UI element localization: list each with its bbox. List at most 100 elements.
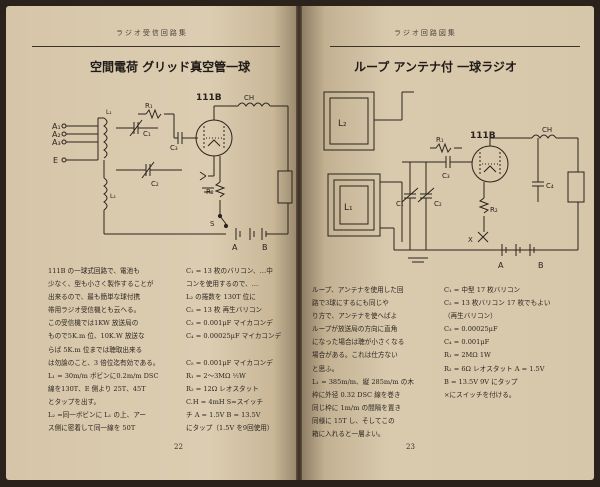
resistor-r1-icon [435,142,452,154]
coil-l1-icon [103,117,108,159]
coil-l2-icon [103,177,108,211]
left-battery-b-label: B [262,243,268,252]
right-c1-label: C₁ [396,200,404,208]
left-r2-label: R₂ [206,188,214,196]
text-line: 111B の一球式回路で、電池も [48,267,140,275]
text-line: 少なく、型も小さく製作することが [48,280,154,289]
text-line: 箱に入れると一層よい。 [312,430,385,439]
loop-frame-l2-icon [323,91,375,151]
left-antenna-a1-label: A₁ [52,122,61,131]
text-line: 枠に外径 0.32 DSC 線を巻き [312,390,401,399]
text-line: ループが放送局の方向に直角 [312,325,398,334]
terminal-e-icon [61,157,67,163]
right-page-title: ループ アンテナ付 一球ラジオ [354,60,517,74]
text-line: L₂ の捲数を 130T 位に [186,293,256,302]
text-line: C₃ = 0.00025μF [444,325,498,334]
right-c4-label: C₄ [546,182,554,190]
rheostat-r2-icon [478,197,490,214]
left-r1-label: R₁ [145,102,153,110]
left-c3-label: C₃ [170,144,178,152]
terminal-a3-icon [61,139,67,145]
text-line: L₁ = 385m/m、縦 285m/m の木 [312,377,414,386]
text-line: チ A = 1.5V B = 13.5V [186,411,261,420]
right-page-number: 23 [406,443,415,451]
left-coil-l1-label: L₁ [106,109,112,116]
text-line: ループ、アンテナを使用した回 [312,286,404,294]
text-line: C₁ = 中型 17 枚バリコン [444,286,521,294]
text-line: R₁ = 2～3MΩ ½W [186,371,246,380]
resistor-r1-icon [145,108,162,120]
right-schematic: L₂ L₁ 111B CH C₁ C₂ C₃ C₄ R₁ R₂ X A B [323,91,585,270]
right-choke-label: CH [542,126,552,134]
left-battery-a-label: A [232,243,238,252]
text-line: 線を130T、E 側より 25T、45T [48,384,146,393]
right-c2-label: C₂ [434,200,442,208]
text-line: り方で、アンテナを使へばよ [312,312,398,321]
right-running-head: ラジオ回路図集 [394,29,457,37]
text-line: C₄ = 0.001μF [444,338,490,347]
text-line: C₁ = 13 枚のバリコン、…中 [186,267,273,275]
left-body-column-1: 111B の一球式回路で、電池も 少なく、型も小さく製作することが 出来るので、… [48,265,170,435]
left-page: ラジオ受信回路集 空間電荷 グリッド真空管一球 [6,6,296,480]
rheostat-r2-icon [214,181,226,198]
text-line: L₂ =同一ボビンに L₁ の上、アー [48,411,146,420]
text-line: C₅ = 0.001μF マイカコンデ [186,358,273,367]
text-line: L₁ = 30m/m ボビンに0.2m/m DSC [48,371,159,380]
variable-cap-c1-arrow [129,119,143,137]
right-body-column-1: ループ、アンテナを使用した回 路で3球にするにも同じや り方で、アンテナを使へば… [312,284,436,441]
left-c1-label: C₁ [143,130,151,138]
variable-cap-c2-arrow [417,187,435,203]
right-loop-l1-label: L₁ [344,203,353,213]
text-line: R₂ = 6Ω レオスタット A = 1.5V [444,364,545,373]
text-line: C₂ = 13 枚 再生バリコン [186,306,263,315]
headphone-jack-icon [567,171,585,203]
text-line: らば 5K.m 位までは聴取出来る [48,345,143,354]
choke-coil-icon [237,102,271,107]
right-r2-label: R₂ [490,206,498,214]
text-line [186,344,296,357]
right-switch-label: X [468,236,473,244]
left-antenna-a2-label: A₂ [52,130,61,139]
text-line: C.H = 4mH S=スイッチ [186,397,264,406]
text-line: 帯用ラジオ受信機とも云へる。 [48,306,141,315]
loop-frame-l1-icon [327,173,381,237]
text-line: ス側に密着して同一線を 50T [48,424,136,433]
left-schematic: 111B CH R₁ C₁ C₂ C₃ A₁ A₂ A₃ E R₂ S A B … [52,93,293,252]
left-body-column-2: C₁ = 13 枚のバリコン、…中 コンを使用するので、… L₂ の捲数を 13… [186,265,296,435]
text-line: 路で3球にするにも同じや [312,299,389,308]
text-line: 出来るので、最も簡単な球付携 [48,293,141,302]
book-gutter [295,6,303,480]
vacuum-tube-111b-icon [195,119,233,157]
text-line: C₂ = 13 枚バリコン 17 枚でもよい [444,299,551,308]
right-loop-l2-label: L₂ [338,119,347,129]
text-line: 場合がある。これは仕方ない [312,351,398,360]
text-line: と思ふ。 [312,364,339,373]
vacuum-tube-111b-icon [471,145,509,183]
text-line: この受信機では1KW 放送局の [48,319,139,328]
right-page: ラジオ回路図集 ループ アンテナ付 一球ラジオ [302,6,594,480]
text-line: とタップを出す。 [48,397,101,406]
text-line: 同様に 15T し、そしてこの [312,416,395,425]
choke-coil-icon [531,134,557,139]
left-earth-label: E [53,156,58,165]
right-tube-label: 111B [470,131,496,141]
text-line: （再生バリコン） [444,312,497,321]
left-coil-l2-label: L₂ [110,193,116,200]
text-line: R₁ = 2MΩ 1W [444,351,491,360]
right-c3-label: C₃ [442,172,450,180]
right-r1-label: R₁ [436,136,444,144]
left-page-number: 22 [174,443,183,451]
text-line: C₄ = 0.00025μF マイカコンデ [186,332,282,341]
text-line: は勿論のこと、3 倍位迄有効である。 [48,358,160,367]
text-line: ×にスイッチを付ける。 [444,390,516,399]
text-line: もので5K.m 位、10K.W 放送な [48,332,145,341]
terminal-a1-icon [61,123,67,129]
right-battery-b-label: B [538,261,544,270]
text-line: B = 13.5V 9V にタップ [444,377,518,386]
headphone-jack-icon [277,170,293,204]
text-line: にタップ（1.5V を9回使用） [186,424,274,433]
right-battery-a-label: A [498,261,504,270]
left-choke-label: CH [244,94,254,102]
right-body-column-2: C₁ = 中型 17 枚バリコン C₂ = 13 枚バリコン 17 枚でもよい … [444,284,584,402]
text-line: C₃ = 0.001μF マイカコンデ [186,319,273,328]
